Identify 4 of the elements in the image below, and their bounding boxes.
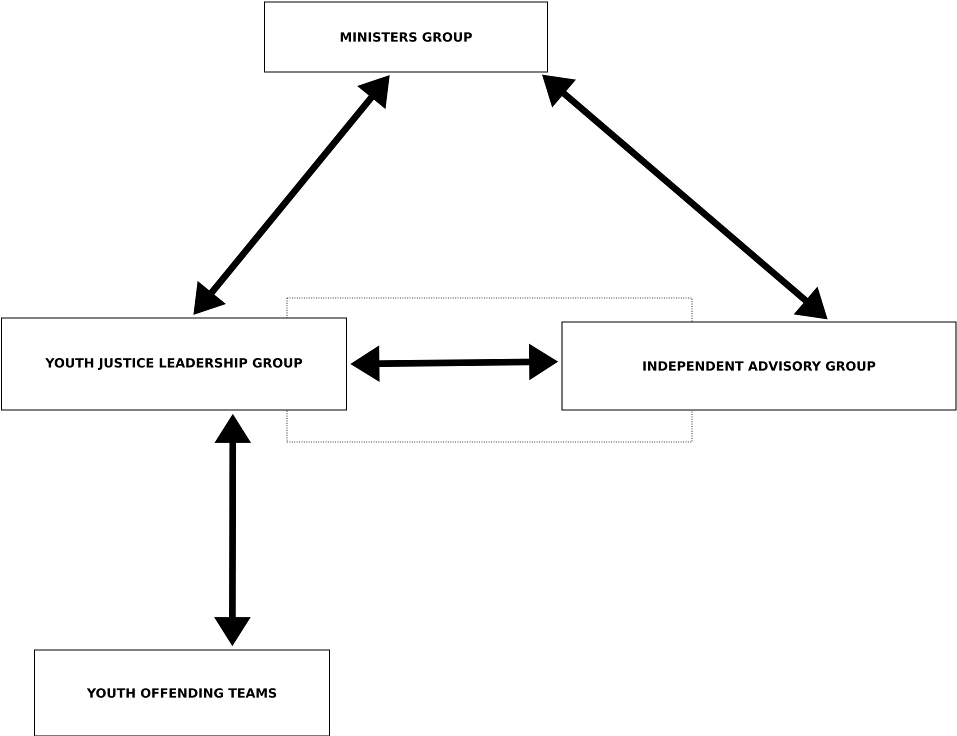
group-box: INDEPENDENT ADVISORY GROUP [561, 321, 957, 411]
group-box: YOUTH JUSTICE LEADERSHIP GROUP [0, 317, 348, 411]
group-box: MINISTERS GROUP [264, 1, 548, 73]
group-box: YOUTH OFFENDING TEAMS [34, 649, 330, 736]
